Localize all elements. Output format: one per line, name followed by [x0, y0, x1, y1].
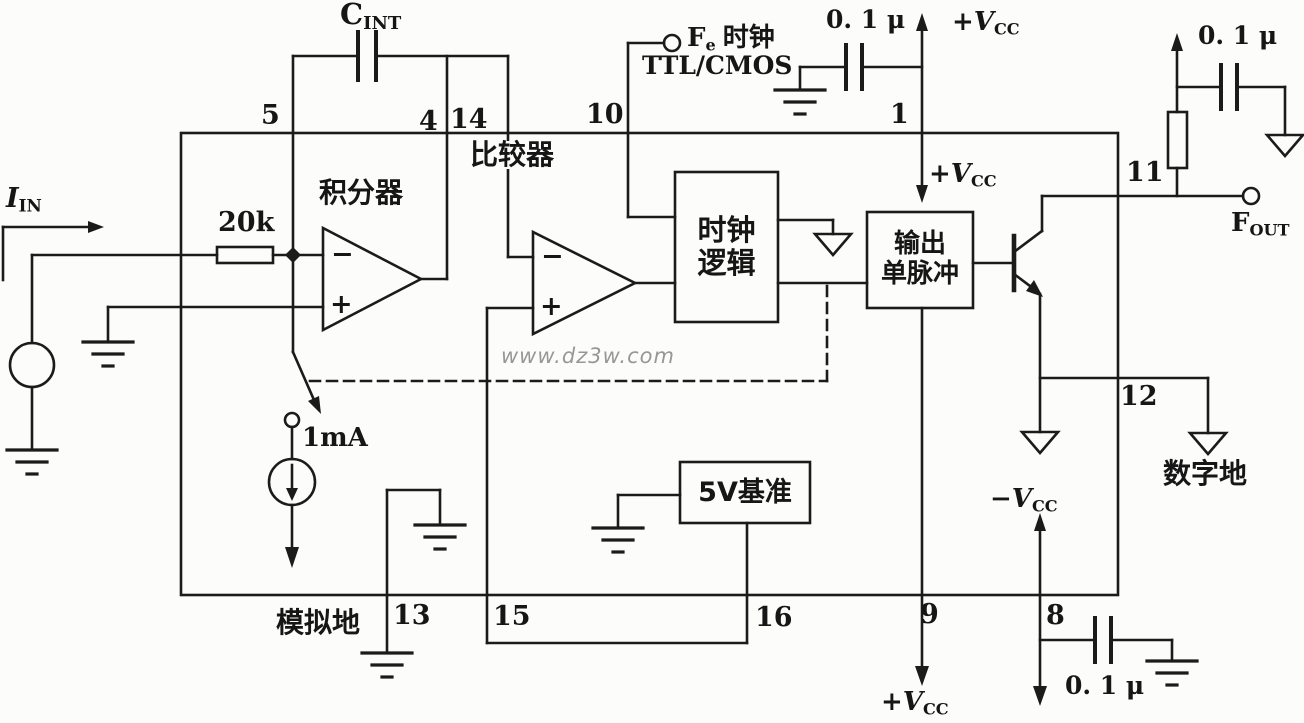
arrow-up-icon: [916, 13, 928, 31]
comparator-opamp: [485, 229, 677, 645]
integrator-minus-sign: −: [331, 239, 354, 270]
vcc-mid-label: +VCC: [929, 159, 997, 191]
bypass-cap-right-label: 0. 1 μ: [1198, 21, 1278, 50]
fe-clock-terminal: [626, 33, 682, 53]
integrator-label: 积分器: [319, 176, 404, 209]
watermark: www.dz3w.com: [501, 344, 675, 368]
pin-11-label: 11: [1126, 157, 1164, 188]
input-resistor-label: 20k: [218, 207, 275, 238]
pin-1-label: 1: [890, 99, 909, 130]
pin12-ground-line: [1038, 376, 1229, 456]
bypass-cap-top: [773, 43, 924, 116]
arrow-down-icon: [916, 185, 928, 203]
arrow-up-icon: [1034, 513, 1046, 531]
pin-14-label: 14: [450, 104, 488, 135]
ic-outline: [179, 131, 1120, 597]
pin-15-label: 15: [493, 601, 531, 632]
ground-icon: [81, 340, 135, 368]
output-pulse-box-label: 输出 单脉冲: [880, 229, 959, 289]
vcc-top-label: +VCC: [952, 7, 1020, 39]
ground-icon: [360, 651, 414, 679]
input-resistor-20k: [215, 245, 325, 265]
vcc-pin9-label: +VCC: [881, 687, 949, 719]
bypass-cap-bottom: [1038, 616, 1199, 687]
open-ground-icon: [1187, 431, 1229, 456]
cint-capacitor: [291, 30, 510, 281]
integrator-plus-sign: +: [330, 289, 353, 320]
arrow-up-icon: [1171, 33, 1183, 51]
pin-16-label: 16: [755, 602, 793, 633]
input-current-source: [1, 221, 219, 476]
reset-switch-icon: [283, 253, 321, 429]
open-ground-icon: [812, 232, 854, 257]
fout-terminal: [1040, 186, 1261, 206]
iin-arrow-icon: [88, 221, 104, 233]
pin-4-label: 4: [419, 106, 438, 137]
terminal-circle-icon: [662, 33, 682, 53]
current-source-label: 1mA: [302, 423, 368, 453]
current-source-1ma-icon: [267, 425, 317, 568]
comparator-minus-sign: −: [541, 241, 564, 272]
clock-logic-box-label: 时钟 逻辑: [697, 212, 756, 280]
source-circle-icon: [8, 341, 56, 389]
pin-5-label: 5: [261, 100, 280, 131]
ttl-cmos-label: TTL/CMOS: [642, 51, 793, 80]
clock-logic-block: [626, 41, 869, 324]
pin-10-label: 10: [586, 99, 624, 130]
vcc-pin1-line: [916, 13, 928, 203]
comparator-label: 比较器: [468, 138, 557, 171]
bypass-cap-bottom-label: 0. 1 μ: [1065, 671, 1145, 700]
output-pulse-block: [865, 210, 1016, 686]
comparator-plus-sign: +: [540, 291, 563, 322]
pin-13-label: 13: [393, 600, 431, 631]
vref-block: [485, 460, 812, 645]
pin13-ground: [360, 488, 467, 679]
ground-icon: [5, 448, 59, 476]
pin-8-label: 8: [1046, 600, 1065, 631]
cint-label: CINT: [340, 0, 402, 35]
digital-ground-label: 数字地: [1163, 457, 1248, 490]
pin-9-label: 9: [920, 599, 939, 630]
integrator-opamp: [81, 225, 449, 368]
open-ground-icon: [1019, 430, 1061, 455]
terminal-circle-icon: [1241, 186, 1261, 206]
pin-12-label: 12: [1120, 381, 1158, 412]
pin8-vcc-line: [1033, 513, 1047, 706]
ground-icon: [773, 88, 827, 116]
pullup-resistor: [1166, 33, 1189, 198]
minus-vcc-label: −VCC: [990, 484, 1058, 516]
arrow-down-icon: [915, 666, 929, 686]
analog-ground-label: 模拟地: [276, 606, 361, 639]
ground-icon: [413, 523, 467, 551]
switch-contact-icon: [283, 411, 301, 429]
ground-icon: [591, 526, 645, 554]
bypass-cap-right: [1175, 63, 1304, 158]
ground-icon: [1145, 659, 1199, 687]
vref-box-label: 5V基准: [698, 476, 792, 508]
iin-label: IIN: [6, 183, 42, 216]
bypass-cap-top-label: 0. 1 μ: [826, 5, 906, 34]
arrow-down-icon: [1033, 686, 1047, 706]
npn-transistor-icon: [1011, 194, 1061, 455]
open-ground-icon: [1264, 133, 1304, 158]
fout-label: FOUT: [1231, 208, 1290, 240]
dashed-control-line: [308, 281, 829, 383]
